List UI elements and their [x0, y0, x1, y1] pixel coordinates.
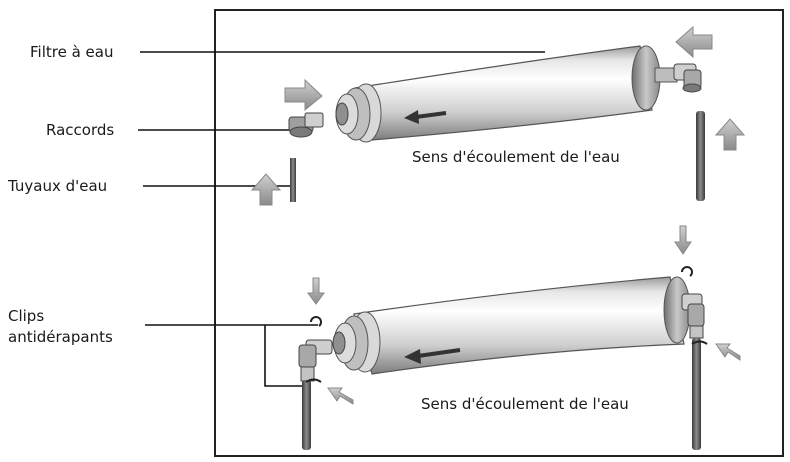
- top-water-filter: [335, 45, 678, 143]
- top-right-fitting: [673, 63, 702, 93]
- clip-top-right: [681, 266, 693, 277]
- top-right-pipe: [696, 111, 705, 201]
- top-left-pipe: [290, 158, 296, 202]
- flow-direction-text-top: Sens d'écoulement de l'eau: [412, 148, 620, 166]
- top-left-fitting: [288, 112, 324, 138]
- flow-direction-text-bottom: Sens d'écoulement de l'eau: [421, 395, 629, 413]
- clip-bottom-right: [691, 340, 708, 345]
- bottom-right-pipe: [692, 338, 701, 450]
- label-fittings: Raccords: [46, 121, 115, 139]
- label-water-pipes: Tuyaux d'eau: [8, 177, 108, 195]
- arrow-clip-bottom-right: [715, 343, 741, 361]
- clip-bottom-left: [305, 378, 322, 383]
- arrow-up-right-pipe: [714, 118, 746, 151]
- arrow-clip-bottom-left: [327, 387, 354, 405]
- arrow-clip-top-left: [307, 277, 325, 305]
- leader-line-clips: [145, 324, 318, 387]
- arrow-up-left-pipe: [250, 173, 282, 206]
- label-water-filter: Filtre à eau: [30, 43, 114, 61]
- arrow-into-right-fitting: [675, 25, 713, 59]
- bottom-water-filter: [332, 276, 691, 375]
- bottom-right-fitting: [681, 293, 705, 339]
- bottom-left-fitting: [298, 339, 333, 382]
- clip-top-left: [310, 316, 322, 327]
- arrow-into-left-fitting: [284, 78, 323, 112]
- bottom-left-pipe: [302, 380, 311, 450]
- arrow-clip-top-right: [674, 225, 692, 255]
- label-clips: Clips antidérapants: [8, 307, 113, 346]
